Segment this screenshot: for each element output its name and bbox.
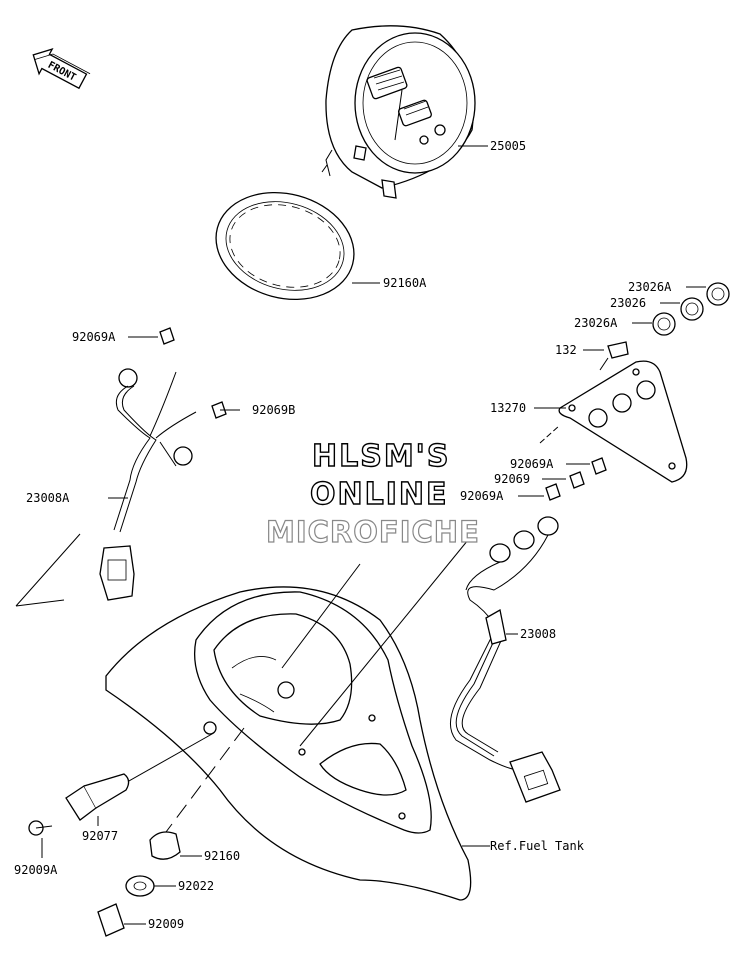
label-23008: 23008 xyxy=(520,627,556,641)
label-92069A-r2: 92069A xyxy=(460,489,504,503)
label-92160: 92160 xyxy=(204,849,240,863)
label-92022: 92022 xyxy=(178,879,214,893)
watermark-line3: MICROFICHE xyxy=(266,515,480,549)
screw-132 xyxy=(583,341,629,371)
hardware-92077 xyxy=(65,773,130,826)
label-132: 132 xyxy=(555,343,577,357)
label-13270: 13270 xyxy=(490,401,526,415)
indicator-housing xyxy=(534,360,688,483)
bezel-ring xyxy=(215,191,380,301)
label-92069B: 92069B xyxy=(252,403,295,417)
dash-panel xyxy=(105,539,490,901)
grommet-92160 xyxy=(149,831,202,860)
label-23008A: 23008A xyxy=(26,491,70,505)
label-23026A-top: 23026A xyxy=(628,280,672,294)
label-92069: 92069 xyxy=(494,472,530,486)
watermark-line2: ONLINE xyxy=(310,477,449,512)
label-92069A-left: 92069A xyxy=(72,330,116,344)
label-92009A: 92009A xyxy=(14,863,58,877)
screw-92009A xyxy=(28,820,53,858)
bolt-92009 xyxy=(97,903,146,937)
label-25005: 25005 xyxy=(490,139,526,153)
label-23026: 23026 xyxy=(610,296,646,310)
label-92009: 92009 xyxy=(148,917,184,931)
watermark-line1: HLSM'S xyxy=(312,439,450,474)
speedometer-assembly xyxy=(321,25,488,199)
washer-92022 xyxy=(125,875,176,897)
label-23026A-bottom: 23026A xyxy=(574,316,618,330)
label-92069A-r1: 92069A xyxy=(510,457,554,471)
label-92077: 92077 xyxy=(82,829,118,843)
label-92160A: 92160A xyxy=(383,276,427,290)
indicator-caps xyxy=(632,282,730,336)
label-ref-fuel-tank: Ref.Fuel Tank xyxy=(490,839,585,853)
front-arrow-icon: FRONT xyxy=(32,47,91,90)
left-harness xyxy=(15,327,240,607)
right-harness xyxy=(449,457,607,803)
